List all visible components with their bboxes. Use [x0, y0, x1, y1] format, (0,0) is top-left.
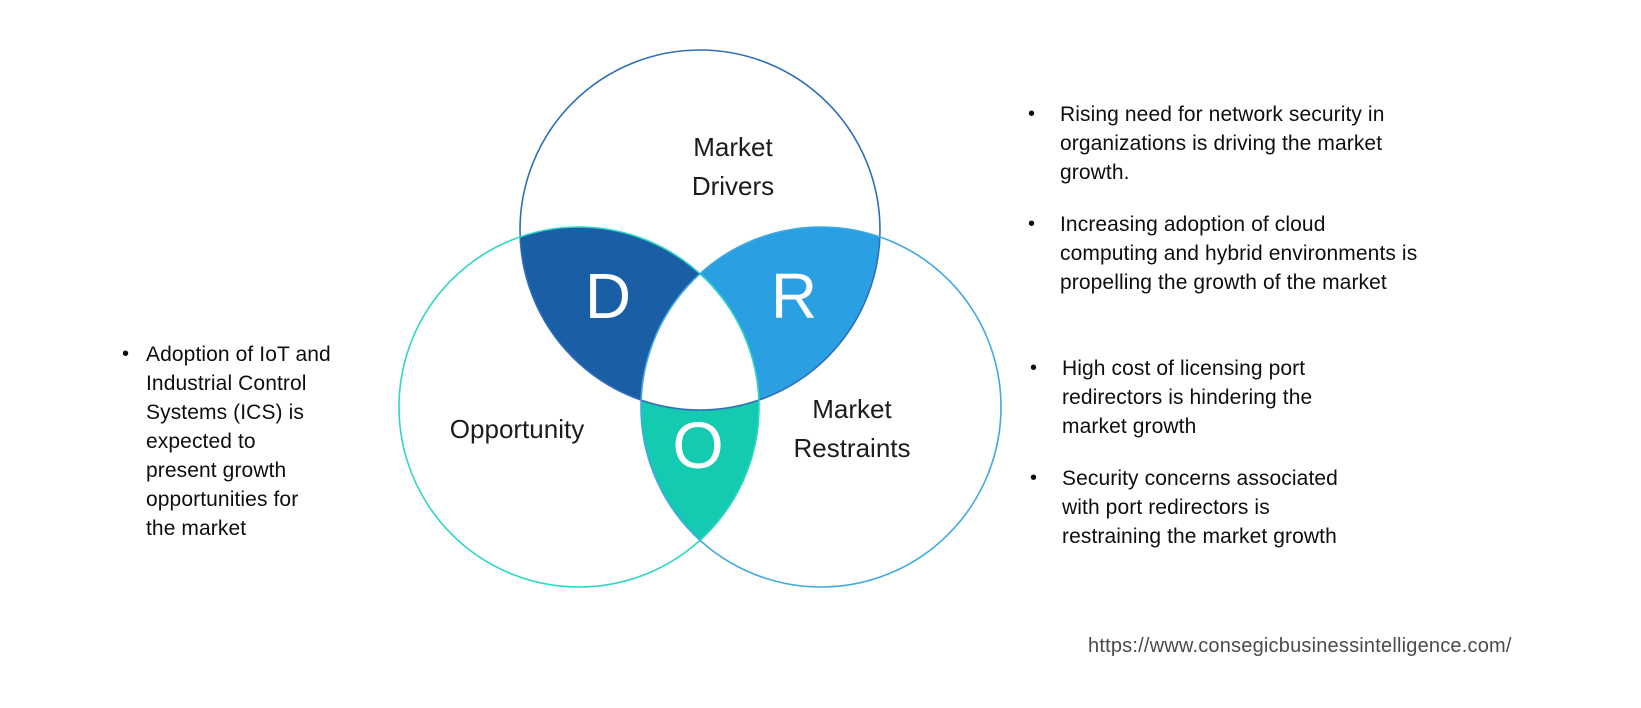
- opportunity-label: Opportunity: [449, 414, 585, 444]
- restraints-note-text-1: High cost of licensing port redirectors …: [1062, 357, 1313, 438]
- drivers-notes: • Rising need for network security in or…: [1028, 100, 1528, 297]
- petal-letter-r: R: [771, 260, 817, 332]
- drivers-note-text-2: Increasing adoption of cloud computing a…: [1060, 213, 1418, 294]
- list-item: • Increasing adoption of cloud computing…: [1028, 210, 1528, 297]
- market-restraints-label: Market Restraints: [793, 394, 911, 463]
- petal-letter-o: O: [672, 408, 723, 482]
- opportunity-notes: • Adoption of IoT and Industrial Control…: [122, 340, 392, 543]
- bullet-icon: •: [1028, 103, 1036, 125]
- bullet-icon: •: [1030, 467, 1038, 489]
- source-url-text[interactable]: https://www.consegicbusinessintelligence…: [1088, 635, 1512, 657]
- market-drivers-circle: [519, 49, 881, 411]
- list-item: • Security concerns associated with port…: [1030, 464, 1450, 551]
- bullet-icon: •: [1028, 213, 1036, 235]
- restraints-notes: • High cost of licensing port redirector…: [1030, 354, 1450, 551]
- opportunity-note-text: Adoption of IoT and Industrial Control S…: [146, 343, 331, 540]
- list-item: • Adoption of IoT and Industrial Control…: [122, 340, 392, 543]
- bullet-icon: •: [122, 343, 130, 365]
- petal-letter-d: D: [585, 260, 631, 332]
- opportunity-circle: [398, 226, 760, 588]
- list-item: • Rising need for network security in or…: [1028, 100, 1528, 187]
- venn-center-region: [641, 227, 759, 410]
- bullet-icon: •: [1030, 357, 1038, 379]
- drivers-note-text-1: Rising need for network security in orga…: [1060, 103, 1385, 184]
- market-drivers-label: Market Drivers: [691, 132, 775, 201]
- restraints-note-text-2: Security concerns associated with port r…: [1062, 467, 1338, 548]
- market-restraints-circle: [640, 226, 1002, 588]
- list-item: • High cost of licensing port redirector…: [1030, 354, 1450, 441]
